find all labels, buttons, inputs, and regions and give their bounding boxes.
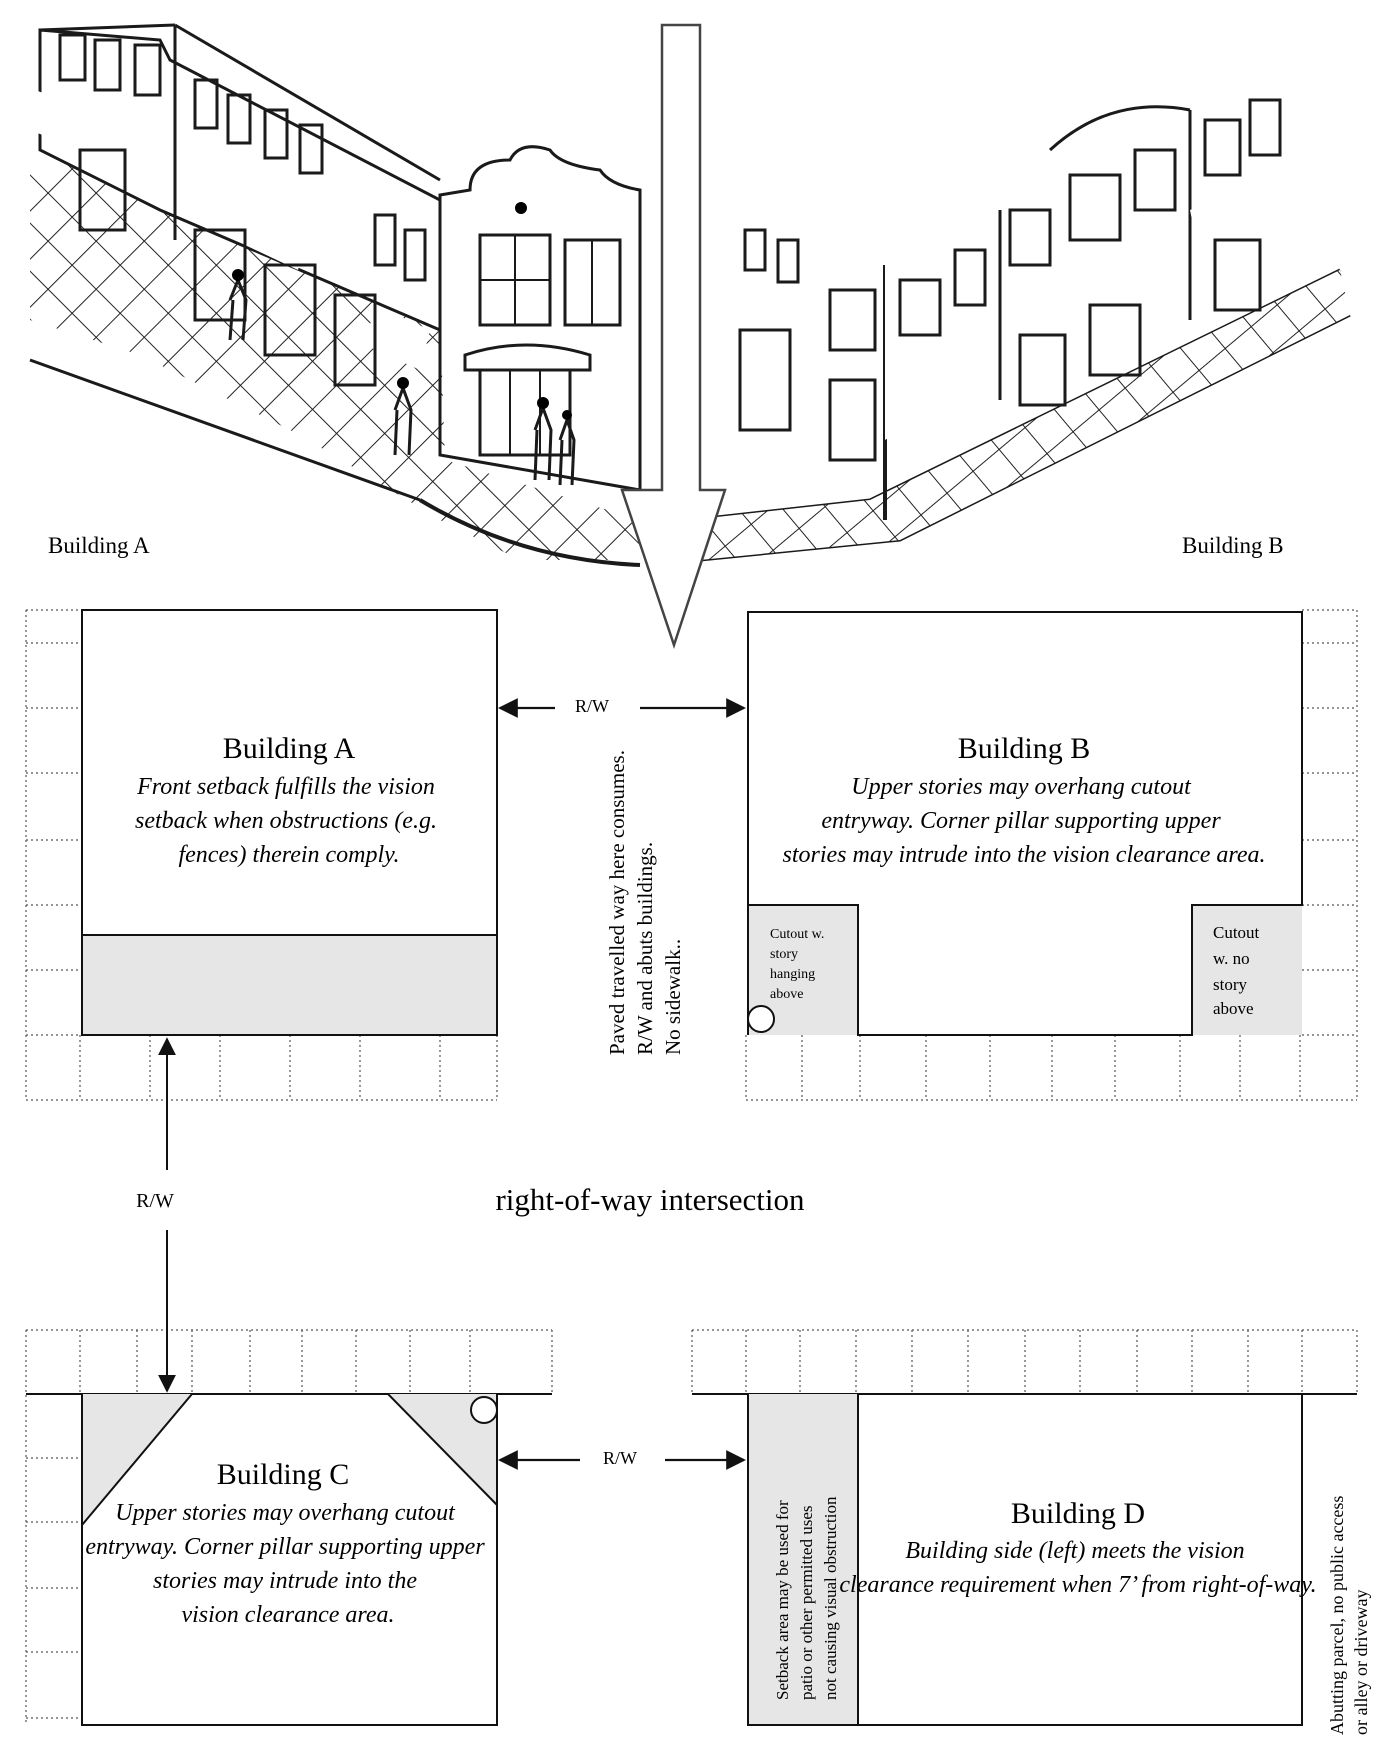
- building-c-corner-pillar: [470, 1396, 498, 1424]
- cutout-right-line: w. no: [1213, 949, 1250, 968]
- abutting-parcel-note: Abutting parcel, no public access or all…: [1327, 1491, 1371, 1735]
- building-d-title: Building D: [1011, 1497, 1145, 1530]
- parcel-grid-bottom-left: [25, 1329, 553, 1725]
- building-a-desc-line: Front setback fulfills the vision: [136, 774, 435, 800]
- building-a-description: Front setback fulfills the vision setbac…: [135, 774, 443, 868]
- building-d-footprint: [747, 1394, 1303, 1726]
- building-c-desc-line: vision clearance area.: [181, 1602, 394, 1628]
- building-b-cutout-left-note: Cutout w. story hanging above: [770, 927, 828, 1002]
- building-b-corner-pillar: [747, 1005, 775, 1033]
- building-c-desc-line: Upper stories may overhang cutout: [115, 1500, 456, 1526]
- building-d-description: Building side (left) meets the vision cl…: [839, 1538, 1316, 1598]
- cutout-right-line: above: [1213, 999, 1254, 1018]
- parcel-grid-top-right: [745, 609, 1358, 1101]
- cutout-left-line: hanging: [770, 967, 815, 982]
- building-b-desc-line: entryway. Corner pillar supporting upper: [821, 808, 1221, 834]
- setback-note-line: not causing visual obstruction: [821, 1496, 840, 1700]
- cutout-left-line: above: [770, 987, 803, 1002]
- building-c-title: Building C: [217, 1458, 350, 1491]
- street-illustration-left: [29, 23, 642, 567]
- cutout-right-line: story: [1213, 975, 1248, 994]
- setback-note-line: Setback area may be used for: [773, 1500, 792, 1700]
- building-a-title: Building A: [223, 732, 356, 765]
- parcel-grid-bottom-right: [691, 1329, 1358, 1392]
- paved-way-note: Paved travelled way here consumes. R/W a…: [605, 745, 685, 1055]
- building-b-description: Upper stories may overhang cutout entryw…: [782, 774, 1265, 868]
- building-b-title: Building B: [958, 732, 1091, 765]
- building-a-desc-line: fences) therein comply.: [178, 842, 399, 868]
- street-illustration-right: [689, 45, 1351, 562]
- paved-way-line: R/W and abuts buildings.: [633, 842, 657, 1055]
- building-a-footprint: [81, 609, 498, 1036]
- building-c-desc-line: stories may intrude into the: [153, 1568, 417, 1594]
- paved-way-line: No sidewalk..: [661, 939, 685, 1055]
- building-b-desc-line: Upper stories may overhang cutout: [851, 774, 1192, 800]
- paved-way-line: Paved travelled way here consumes.: [605, 750, 629, 1055]
- building-d-desc-line: Building side (left) meets the vision: [905, 1538, 1244, 1564]
- setback-note-line: patio or other permitted uses: [797, 1505, 816, 1700]
- building-c-description: Upper stories may overhang cutout entryw…: [85, 1500, 490, 1628]
- illustration-caption-a: Building A: [48, 533, 150, 558]
- building-d-desc-line: clearance requirement when 7’ from right…: [839, 1572, 1316, 1598]
- building-b-desc-line: stories may intrude into the vision clea…: [782, 842, 1265, 868]
- cutout-left-line: story: [770, 947, 798, 962]
- building-a-desc-line: setback when obstructions (e.g.: [135, 808, 437, 834]
- intersection-label: right-of-way intersection: [495, 1182, 805, 1217]
- building-c-footprint: [81, 1393, 498, 1726]
- building-b-cutout-right-note: Cutout w. no story above: [1213, 923, 1264, 1018]
- downward-arrow: [620, 23, 727, 649]
- parcel-grid-top-left: [25, 609, 498, 1101]
- cutout-right-line: Cutout: [1213, 923, 1260, 942]
- illustration-caption-b: Building B: [1182, 533, 1284, 558]
- rw-label-bottom: R/W: [603, 1448, 637, 1468]
- abutting-note-line: or alley or driveway: [1351, 1590, 1371, 1735]
- rw-label-vertical: R/W: [136, 1190, 174, 1212]
- building-c-desc-line: entryway. Corner pillar supporting upper: [85, 1534, 485, 1560]
- abutting-note-line: Abutting parcel, no public access: [1327, 1496, 1347, 1735]
- cutout-left-line: Cutout w.: [770, 927, 824, 942]
- rw-label-top: R/W: [575, 696, 609, 716]
- building-d-setback-note: Setback area may be used for patio or ot…: [773, 1496, 840, 1700]
